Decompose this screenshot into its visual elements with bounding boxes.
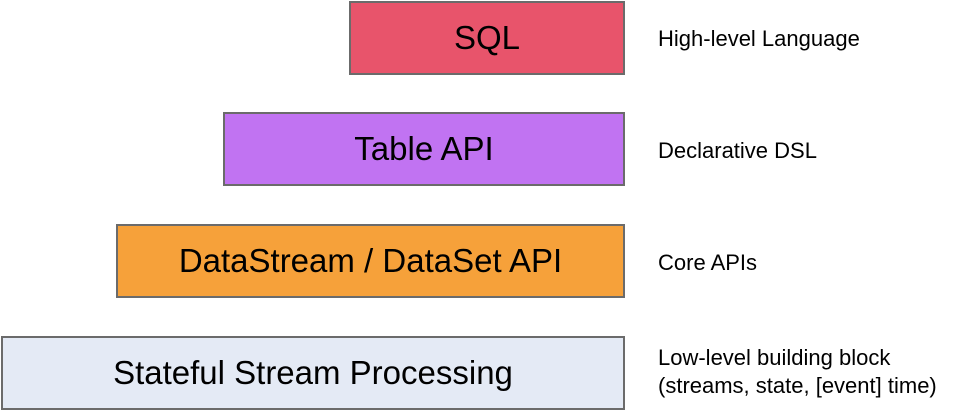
layer-sql-label: SQL bbox=[453, 19, 521, 56]
layer-table-api-label: Table API bbox=[354, 130, 494, 167]
description-line-2: (streams, state, [event] time) bbox=[658, 373, 937, 398]
layer-stateful-processing-description: Low-level building block (streams, state… bbox=[658, 344, 937, 400]
layer-table-api-description: Declarative DSL bbox=[658, 138, 817, 163]
layer-datastream-api-box: DataStream / DataSet API bbox=[116, 224, 625, 298]
layer-stateful-processing-label: Stateful Stream Processing bbox=[113, 354, 513, 391]
description-line-1: Low-level building block bbox=[658, 345, 891, 370]
layer-datastream-api-label: DataStream / DataSet API bbox=[178, 242, 563, 279]
layer-sql-description: High-level Language bbox=[658, 26, 860, 51]
layer-sql-box: SQL bbox=[349, 1, 625, 75]
layer-stateful-processing-box: Stateful Stream Processing bbox=[1, 336, 625, 410]
layer-table-api-box: Table API bbox=[223, 112, 625, 186]
layer-datastream-api-description: Core APIs bbox=[658, 250, 758, 275]
